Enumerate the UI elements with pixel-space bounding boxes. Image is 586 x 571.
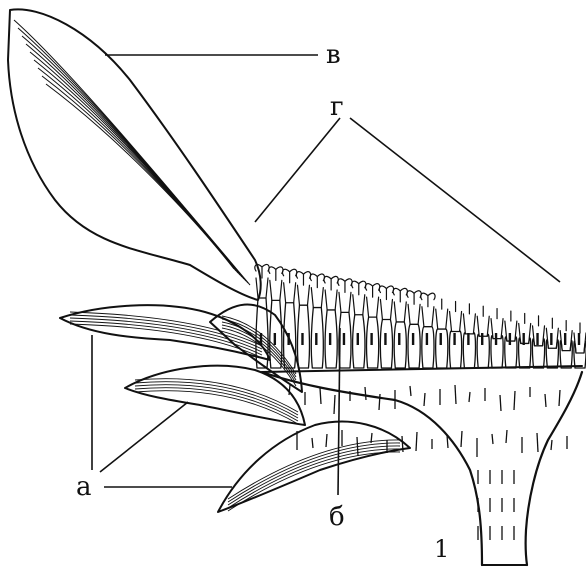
receptacle-hatch-mark [545,394,546,407]
floret [477,306,489,368]
receptacle-hatch-mark [559,390,560,406]
receptacle-hatch-mark [379,394,380,410]
floret [421,293,435,368]
floret [491,309,503,368]
floret [379,286,393,368]
floret [574,323,586,368]
receptacle-hatch-mark [320,388,321,404]
receptacle-hatch-mark [461,431,462,447]
bract-vein [135,385,298,418]
floret [546,318,558,368]
floret [352,281,366,368]
leader-g-right [350,118,560,282]
label-a: а [76,472,92,502]
label-g: г [330,92,344,122]
receptacle-hatch-mark [312,438,313,448]
bract-vein [34,60,240,275]
floret [519,313,531,368]
floret [449,301,461,368]
bract-vein [228,440,400,499]
receptacle-hatch-mark [506,430,507,443]
bract-vein [22,36,246,281]
receptacle-hatch-mark [365,387,366,400]
receptacle-hatch-mark [455,385,456,404]
floret [407,291,421,368]
florets-row [255,264,586,368]
leader-g-left [255,118,340,222]
receptacle-hatch-mark [410,386,411,396]
receptacle-hatch-mark [416,432,417,451]
floret [310,274,324,368]
receptacle-hatch-mark [500,395,501,411]
bract-vein [38,68,238,273]
floret [436,299,448,368]
bract-vein [135,388,298,421]
floret [324,276,338,368]
bract-vein [42,76,236,271]
receptacle-hatch-mark [514,391,515,410]
bract-vein [26,44,244,279]
leader-lines [92,55,560,495]
figure-number: 1 [434,535,449,563]
floret [393,288,407,368]
floret [505,311,517,368]
receptacle-hatch-mark [334,395,335,414]
receptacle-hatch-mark [551,440,552,450]
leader-a-diag [100,402,188,472]
bract-vein [18,28,248,283]
label-b: б [329,502,345,532]
leader-b [338,328,340,495]
receptacle-hatch-mark [492,434,493,444]
floret [463,304,475,368]
bract-vein [135,379,298,412]
receptacle-hatch-mark [326,434,327,447]
floret [296,272,310,368]
receptacle-hatch-mark [537,433,538,452]
bract-vein [46,84,234,269]
floret [560,321,572,368]
receptacle-hatch-mark [424,393,425,406]
floret [365,284,379,368]
floret [532,316,544,368]
bract-vein [30,52,242,277]
label-v: в [326,40,341,70]
receptacle-hatch-mark [469,392,470,402]
bract-upper [8,9,261,300]
